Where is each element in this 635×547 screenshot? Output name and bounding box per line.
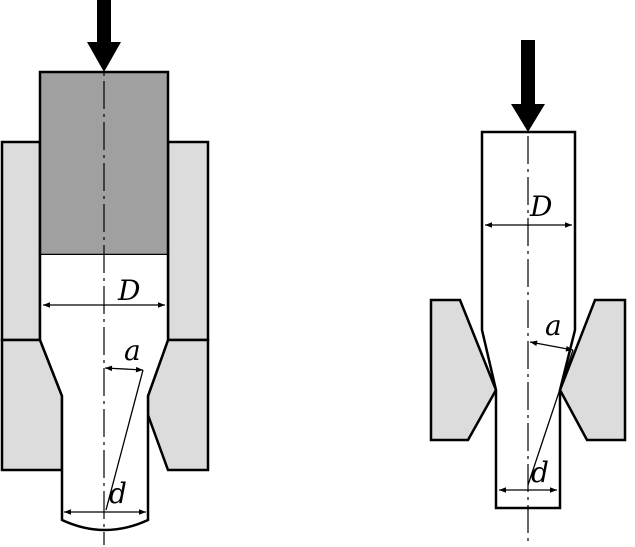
left-dimension-a-line (104, 365, 144, 373)
left-dimension-a-label: a (124, 334, 141, 367)
right-upper-die-block (166, 140, 210, 342)
down-arrow-icon (87, 0, 121, 72)
right-fig-left-die (429, 298, 498, 442)
left-diagonal-line (105, 369, 144, 511)
left-dimension-D-label: D (117, 274, 140, 307)
right-dimension-d-label: d (531, 456, 549, 489)
down-arrow-icon (511, 40, 545, 132)
right-diagonal-line (527, 349, 574, 486)
right-dimension-D-label: D (529, 190, 552, 223)
left-upper-die-block (0, 140, 42, 342)
right-fig-right-die (558, 298, 627, 442)
left-dimension-d-label: d (109, 477, 127, 510)
right-dimension-a-label: a (545, 309, 562, 342)
right-figure: D a d (429, 40, 627, 545)
left-figure: D a d (0, 0, 210, 545)
right-dimension-a-line (529, 340, 574, 352)
